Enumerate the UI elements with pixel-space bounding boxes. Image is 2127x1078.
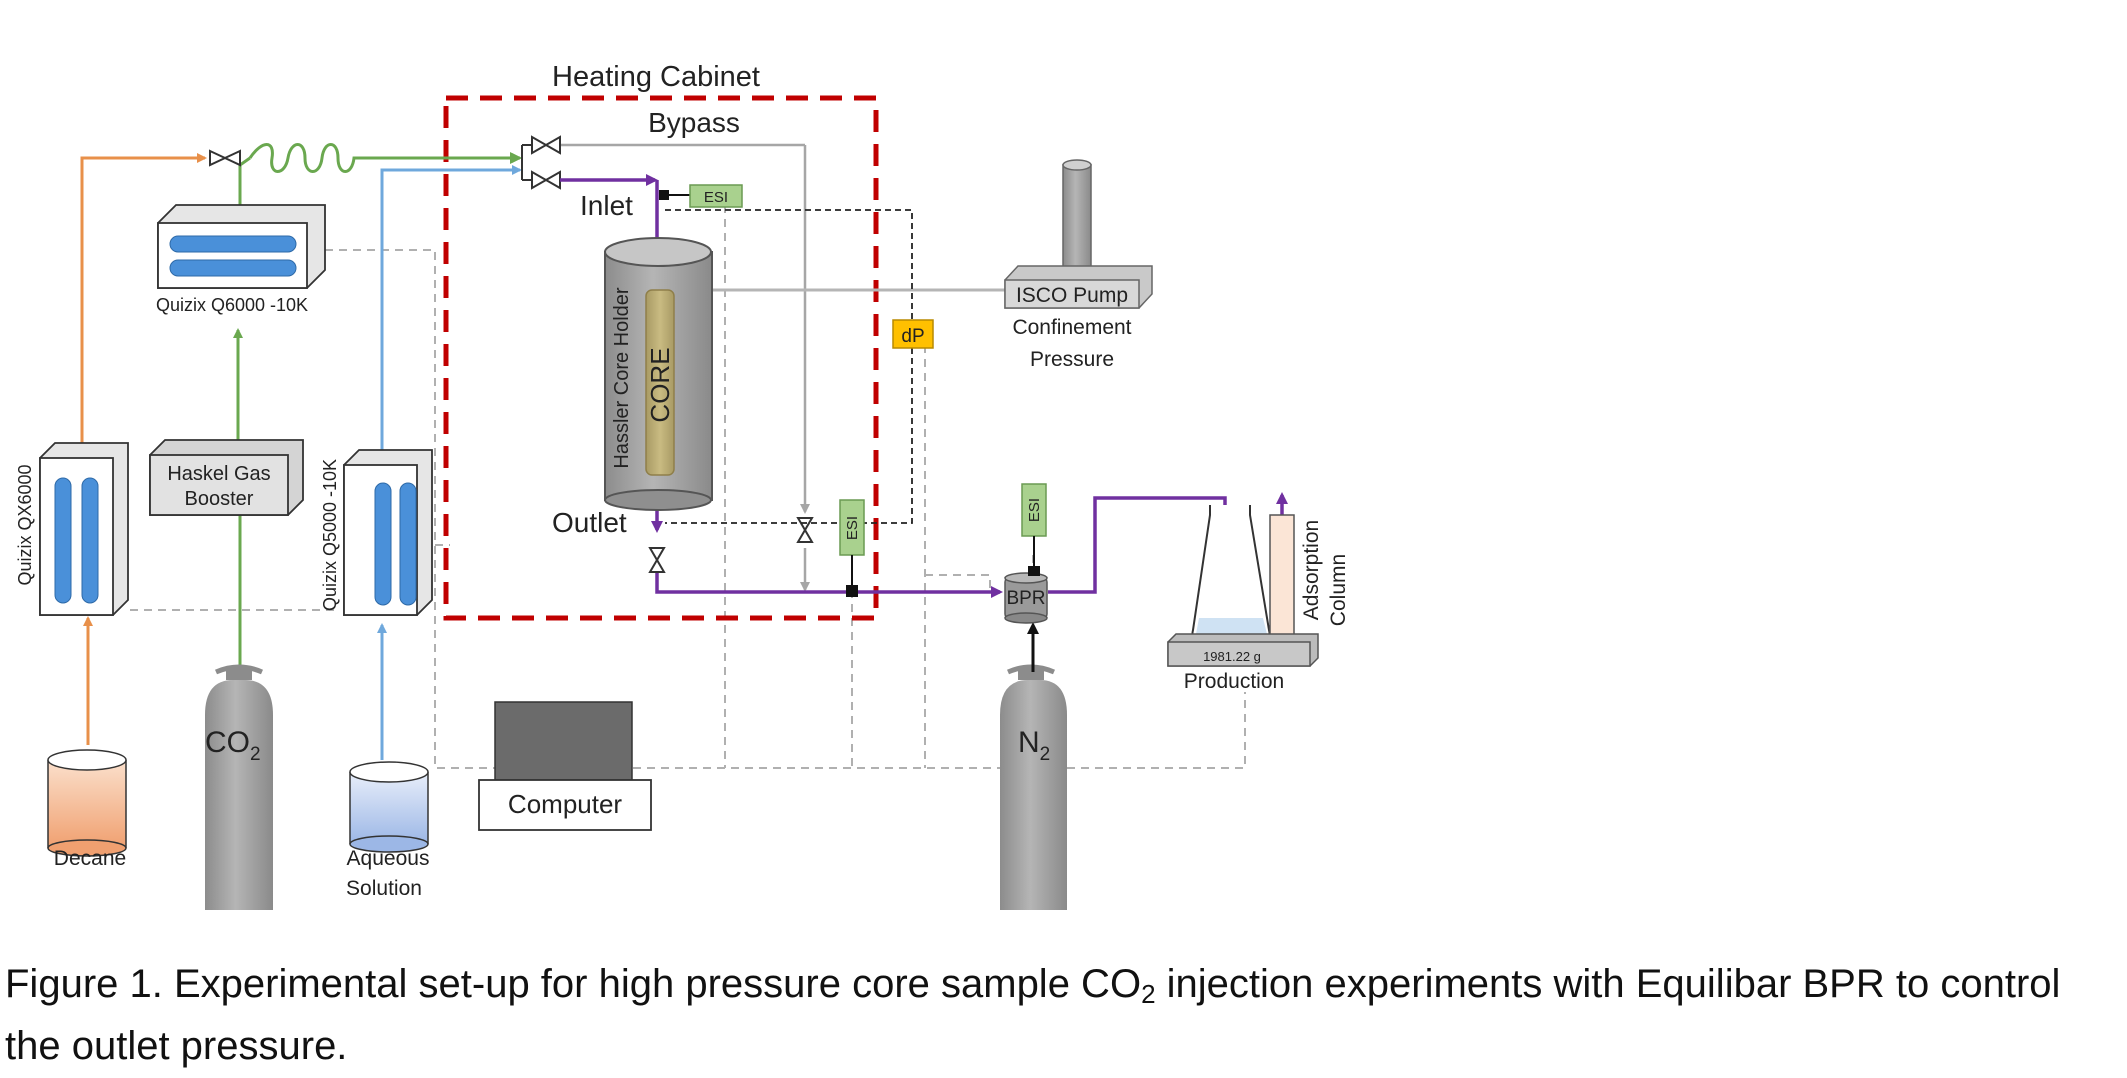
inlet-label: Inlet: [580, 190, 633, 221]
outlet-esi-label: ESI: [844, 516, 861, 540]
heating-cabinet-border: [443, 95, 879, 621]
bpr-esi-label: ESI: [1026, 498, 1043, 522]
balance-scale: [1167, 633, 1319, 667]
isco-pump-label: ISCO Pump: [1016, 284, 1128, 307]
confinement-label: Confinement: [1012, 316, 1131, 339]
haskel-label-line1: Haskel Gas: [167, 463, 270, 485]
bpr-esi-box: [1021, 483, 1047, 537]
outlet-valve-icon: [648, 547, 666, 573]
haskel-gas-booster: [149, 439, 304, 516]
inlet-manifold: [521, 144, 532, 181]
balance-reading: 1981.22 g: [1203, 649, 1261, 664]
outlet-tap: [846, 585, 858, 597]
inlet-tap: [659, 190, 669, 200]
decane-line: [80, 153, 207, 745]
bypass-label: Bypass: [648, 107, 740, 138]
aqueous-beaker: [349, 761, 429, 853]
co2-label: CO2: [205, 726, 261, 765]
pressure-label: Pressure: [1030, 348, 1114, 371]
valve-icon: [209, 149, 241, 167]
inlet-esi-box: [689, 184, 743, 208]
aqueous-line: [377, 165, 522, 760]
dp-sensor-lines: [665, 209, 913, 524]
dp-box: [892, 319, 934, 349]
experimental-setup-diagram: Heating Cabinet Bypass: [15, 61, 1350, 910]
quizix-q6000-label: Quizix Q6000 -10K: [156, 295, 308, 315]
core-holder-label: Hassler Core Holder: [611, 287, 633, 469]
quizix-q5000-pump: [343, 449, 433, 616]
quizix-q5000-label: Quizix Q5000 -10K: [320, 459, 340, 611]
n2-cylinder: [1000, 664, 1067, 910]
computer: [478, 701, 652, 831]
quizix-qx6000-label: Quizix QX6000: [15, 464, 35, 585]
decane-label: Decane: [54, 847, 126, 870]
co2-gas-arrowhead: [510, 152, 522, 164]
heating-cabinet-label: Heating Cabinet: [552, 61, 760, 93]
outlet-label: Outlet: [552, 507, 627, 538]
bpr-tap: [1028, 566, 1040, 576]
quizix-qx6000-pump: [39, 442, 129, 616]
inlet-esi-label: ESI: [704, 189, 728, 206]
production-label: Production: [1184, 670, 1284, 693]
bpr-label: BPR: [1006, 588, 1045, 609]
core-holder: [604, 237, 713, 511]
decane-beaker: [47, 749, 127, 857]
adsorption-column: [1269, 514, 1295, 646]
computer-label: Computer: [508, 789, 622, 819]
adsorption-label: Adsorption: [1300, 520, 1323, 620]
aqueous-label-line2: Solution: [346, 877, 422, 900]
bypass-line: [560, 143, 810, 592]
bypass-outlet-valve-icon: [796, 517, 814, 543]
quizix-q6000-pump: [157, 204, 326, 289]
column-label: Column: [1327, 554, 1350, 626]
inlet-valve-icon: [531, 170, 561, 190]
core-label: CORE: [645, 347, 675, 422]
haskel-label-line2: Booster: [185, 488, 254, 510]
figure-caption: Figure 1. Experimental set-up for high p…: [5, 962, 2061, 1068]
dp-label: dP: [901, 326, 924, 347]
co2-cylinder: [205, 664, 273, 910]
n2-label: N2: [1018, 726, 1050, 765]
outlet-esi-box: [839, 499, 865, 556]
aqueous-label-line1: Aqueous: [347, 847, 430, 870]
bypass-valve-icon: [531, 135, 561, 155]
isco-pump: [1004, 159, 1153, 309]
production-flask: [1191, 505, 1271, 643]
